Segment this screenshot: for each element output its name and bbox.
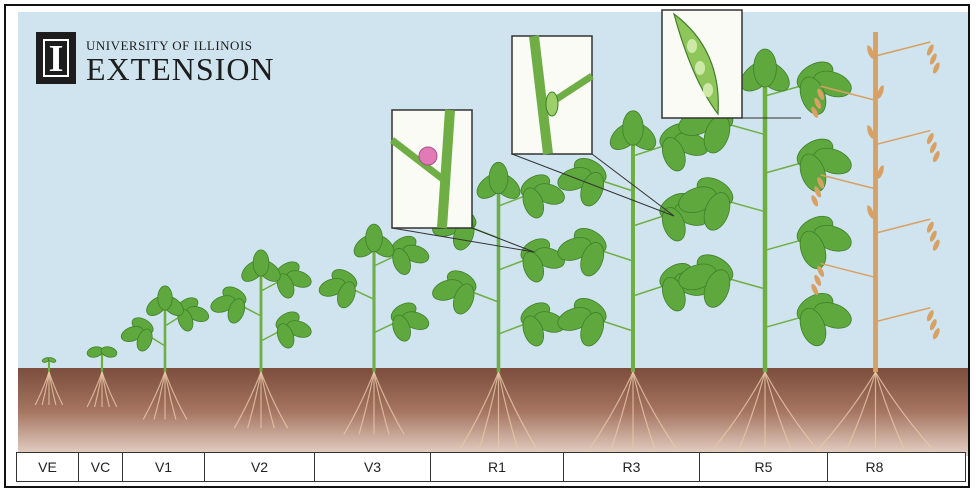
seed xyxy=(687,39,697,53)
figure-frame: I UNIVERSITY OF ILLINOIS EXTENSION xyxy=(4,4,970,488)
seed xyxy=(695,61,705,75)
leaf xyxy=(366,224,383,252)
stage-label-ve: VE xyxy=(17,453,79,481)
leaf xyxy=(489,162,508,193)
leaf xyxy=(253,250,269,276)
stage-label-v3: V3 xyxy=(315,453,431,481)
stage-label-vc: VC xyxy=(79,453,123,481)
soil xyxy=(18,368,968,456)
small-pod xyxy=(546,92,558,116)
leaf xyxy=(754,49,777,87)
stage-label-r5: R5 xyxy=(700,453,828,481)
stage-label-r1: R1 xyxy=(431,453,564,481)
stage-label-v1: V1 xyxy=(123,453,205,481)
stage-label-r3: R3 xyxy=(564,453,700,481)
logo-mark-icon: I xyxy=(36,32,76,84)
flower xyxy=(419,147,437,165)
stage-label-r8: R8 xyxy=(828,453,921,481)
stage-label-v2: V2 xyxy=(205,453,315,481)
leaf xyxy=(623,111,644,145)
seed xyxy=(703,83,713,97)
logo-extension-text: EXTENSION xyxy=(86,52,275,86)
growth-stage-labels: VEVCV1V2V3R1R3R5R8 xyxy=(16,452,966,482)
leaf xyxy=(158,286,173,310)
